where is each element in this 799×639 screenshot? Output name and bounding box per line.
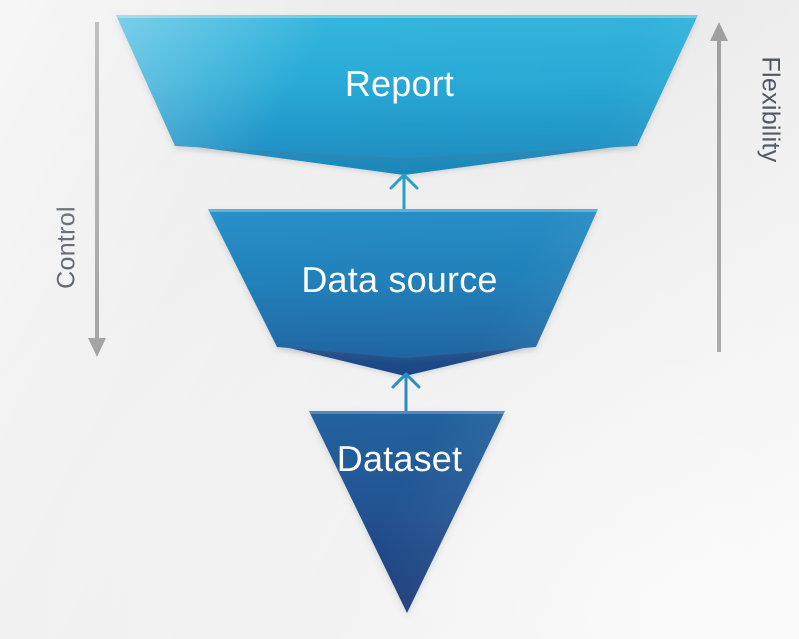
arrow-head-up-icon: [391, 372, 421, 389]
data-source-highlight-edge: [208, 209, 598, 212]
arrow-head-up-icon: [710, 22, 728, 41]
stage-report[interactable]: [116, 15, 698, 175]
dataset-highlight-edge: [309, 411, 505, 414]
report-body: [116, 15, 698, 158]
data-source-body: [208, 209, 598, 358]
stage-dataset[interactable]: [309, 411, 505, 613]
arrow-head-down-icon: [88, 338, 106, 357]
connector-data-source-to-report: [389, 173, 419, 209]
report-highlight-edge: [116, 15, 698, 18]
dataset-body: [309, 411, 505, 613]
connector-dataset-to-data-source: [391, 372, 421, 412]
stage-data-source[interactable]: [208, 209, 598, 376]
data-source-skirt: [277, 345, 536, 376]
axis-control: [88, 22, 106, 357]
arrow-head-up-icon: [389, 173, 419, 190]
axis-flexibility: [710, 22, 728, 352]
